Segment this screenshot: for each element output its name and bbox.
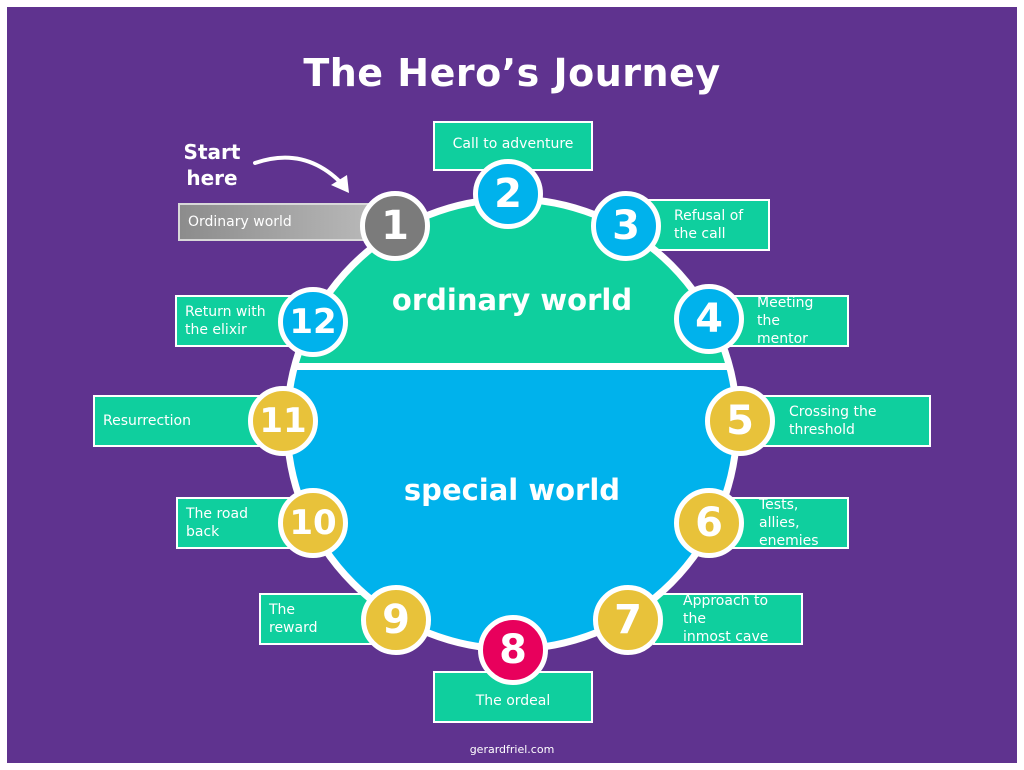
step-6-label-box: Tests, allies, enemies (729, 497, 849, 549)
step-2-circle: 2 (473, 159, 543, 229)
step-5-label: Crossing the threshold (789, 404, 877, 438)
step-10-circle: 10 (278, 488, 348, 558)
step-7-number: 7 (614, 597, 642, 643)
world-divider (287, 363, 737, 370)
step-7-circle: 7 (593, 585, 663, 655)
step-6-circle: 6 (674, 488, 744, 558)
step-3-number: 3 (612, 203, 640, 249)
step-6-number: 6 (695, 500, 723, 546)
step-9-number: 9 (382, 597, 410, 643)
step-4-label-box: Meeting the mentor (725, 295, 849, 347)
step-5-circle: 5 (705, 386, 775, 456)
step-8-label: The ordeal (475, 693, 551, 709)
step-8-circle: 8 (478, 615, 548, 685)
start-arrow-icon (253, 155, 349, 193)
step-10-label: The road back (186, 506, 248, 540)
step-4-number: 4 (695, 296, 723, 342)
step-10-number: 10 (289, 503, 337, 543)
footer-credit: gerardfriel.com (469, 743, 555, 756)
diagram-title: The Hero’s Journey (303, 51, 721, 95)
step-1-circle: 1 (360, 191, 430, 261)
step-12-circle: 12 (278, 287, 348, 357)
step-2-number: 2 (494, 171, 522, 217)
step-7-label-box: Approach to the inmost cave (653, 593, 803, 645)
step-11-label-box: Resurrection (93, 395, 273, 447)
step-5-number: 5 (726, 398, 754, 444)
step-12-label: Return with the elixir (185, 304, 266, 338)
step-1-label-box: Ordinary world (178, 203, 376, 241)
step-5-label-box: Crossing the threshold (759, 395, 931, 447)
step-11-label: Resurrection (103, 413, 191, 429)
step-3-label-box: Refusal of the call (642, 199, 770, 251)
step-11-circle: 11 (248, 386, 318, 456)
step-3-circle: 3 (591, 191, 661, 261)
step-4-label: Meeting the mentor (757, 295, 814, 347)
step-11-number: 11 (259, 401, 307, 441)
step-12-number: 12 (289, 302, 337, 342)
ordinary-world-label: ordinary world (391, 283, 633, 317)
start-here-label: Start here (183, 140, 241, 190)
step-4-circle: 4 (674, 284, 744, 354)
step-1-number: 1 (381, 203, 409, 249)
step-2-label: Call to adventure (452, 136, 574, 152)
step-8-number: 8 (499, 627, 527, 673)
step-7-label: Approach to the inmost cave (683, 593, 769, 645)
step-3-label: Refusal of the call (674, 208, 744, 242)
step-9-circle: 9 (361, 585, 431, 655)
step-1-label: Ordinary world (188, 214, 292, 230)
step-6-label: Tests, allies, enemies (759, 497, 819, 549)
special-world-label: special world (403, 473, 621, 507)
diagram-canvas: The Hero’s Journey Start here Ordinary w… (7, 7, 1017, 763)
step-9-label: The reward (269, 602, 318, 636)
